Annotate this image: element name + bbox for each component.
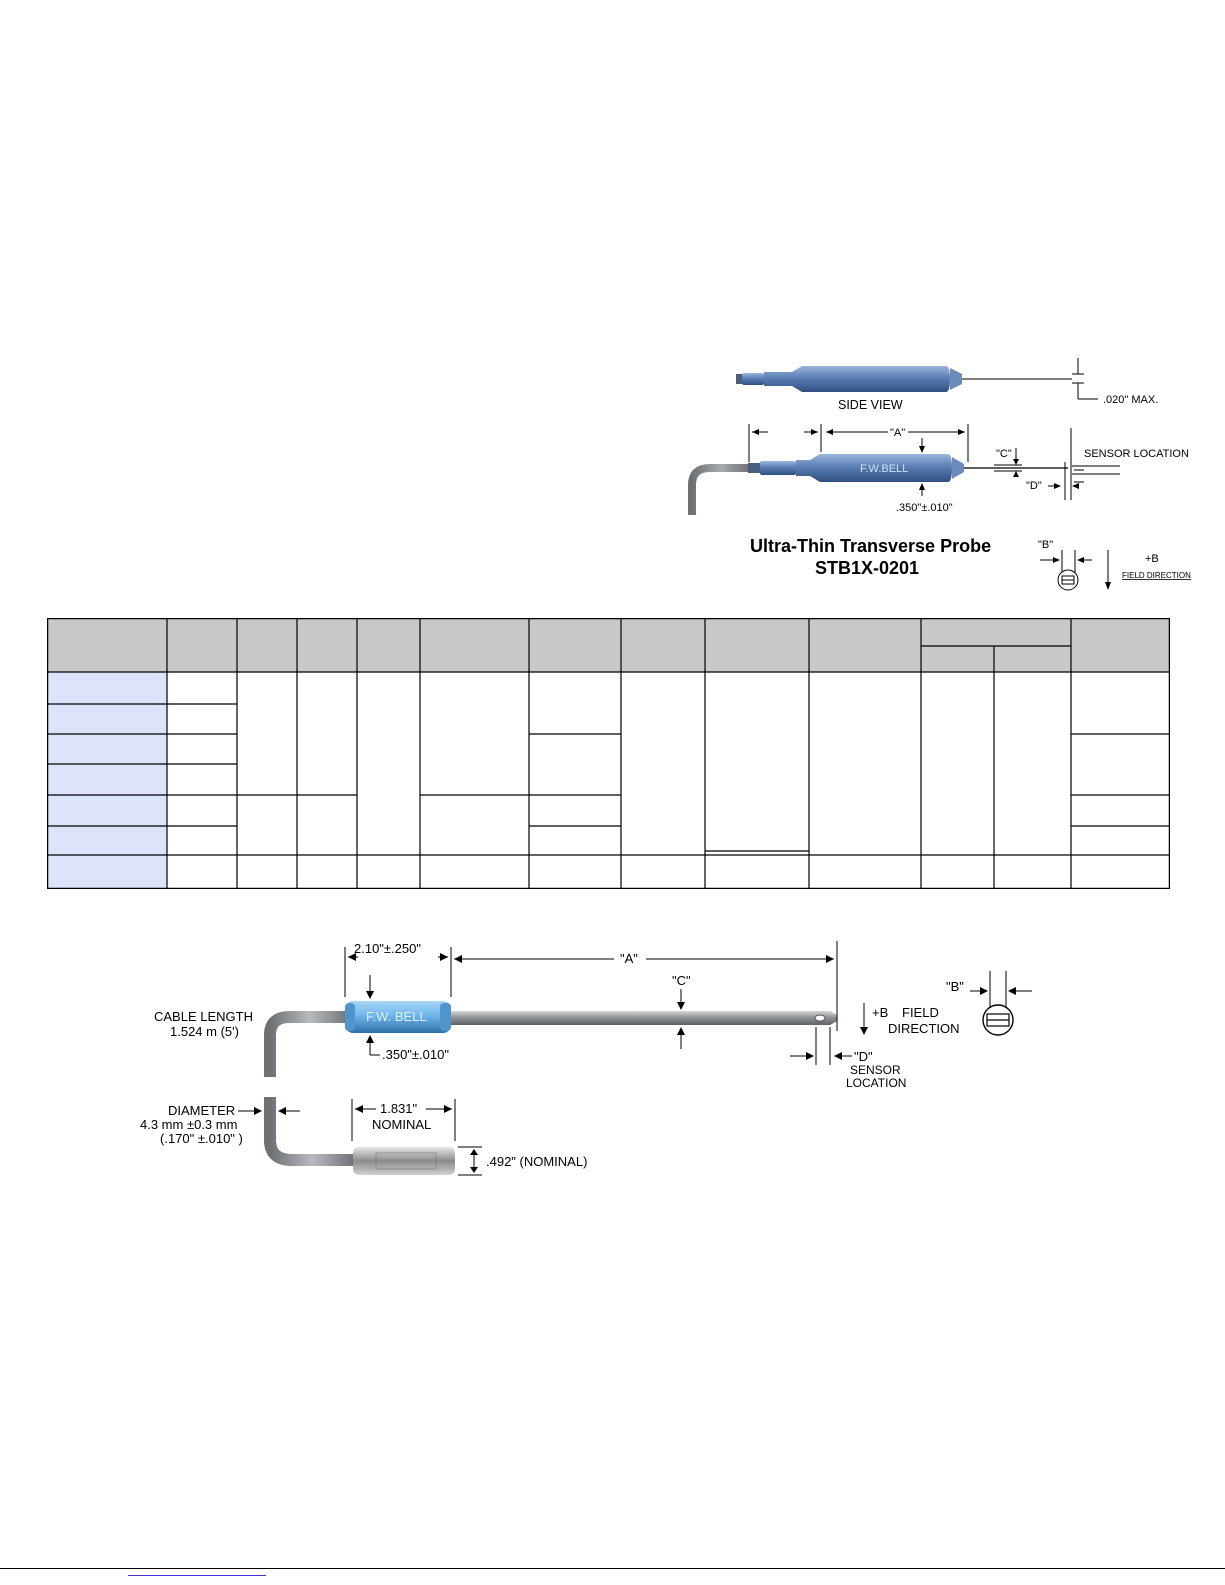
specification-table — [47, 618, 1170, 889]
diameter-line2: 4.3 mm ±0.3 mm — [140, 1117, 237, 1132]
dim-c-label: "C" — [996, 448, 1012, 460]
connector — [353, 1147, 455, 1175]
field-label: FIELD — [902, 1005, 939, 1020]
dim-d-label-bottom: "D" — [854, 1049, 873, 1064]
side-view-probe — [736, 366, 1072, 392]
probe-handle: F.W. BELL — [345, 1001, 451, 1033]
cable-upper — [264, 1011, 350, 1077]
handle-length-dimension: 2.10"±.250" — [344, 941, 452, 997]
cable-length-line2: 1.524 m (5') — [170, 1024, 239, 1039]
plus-b-label-bottom: +B — [872, 1005, 888, 1020]
dim-b-label: "B" — [1038, 539, 1053, 551]
connector-length-label: 1.831" — [380, 1101, 418, 1116]
diameter-line1: DIAMETER — [168, 1103, 235, 1118]
dim-c-label-bottom: "C" — [672, 973, 691, 988]
dimension-c-d: "C" "D" SENSOR LOCATION — [994, 428, 1189, 500]
diameter-label: .350"±.010" — [896, 502, 953, 514]
b-field-detail: "B" +B FIELD DIRECTION — [1038, 539, 1191, 591]
cable-diameter-dimension: DIAMETER 4.3 mm ±0.3 mm (.170" ±.010" ) — [140, 1103, 300, 1146]
probe-stem — [451, 1011, 837, 1025]
table-header — [47, 618, 1170, 672]
field-direction-bottom: +B FIELD DIRECTION — [860, 1003, 960, 1036]
model-column — [47, 672, 167, 889]
brand-label: F.W.BELL — [860, 463, 908, 475]
dim-b-label-bottom: "B" — [946, 979, 964, 994]
handle-diameter-dimension: .350"±.010" — [366, 975, 449, 1062]
footer-link-underline[interactable] — [128, 1575, 266, 1576]
field-direction-label: FIELD DIRECTION — [1122, 571, 1191, 580]
diameter-line3: (.170" ±.010" ) — [160, 1131, 243, 1146]
nominal-label: NOMINAL — [372, 1117, 431, 1132]
dimension-c-bottom: "C" — [672, 973, 691, 1049]
probe-title: Ultra-Thin Transverse Probe — [750, 536, 991, 556]
sensor-location-bottom: "D" SENSOR LOCATION — [790, 1027, 906, 1090]
dim-d-label: "D" — [1026, 480, 1042, 492]
direction-label: DIRECTION — [888, 1021, 960, 1036]
handle-diameter-label: .350"±.010" — [382, 1047, 449, 1062]
side-view-label: SIDE VIEW — [838, 398, 903, 412]
dim-a-label: "A" — [890, 427, 905, 439]
b-detail-bottom: "B" — [946, 971, 1032, 1036]
dimension-a-bottom: "A" — [454, 941, 838, 1031]
probe-model: STB1X-0201 — [815, 558, 919, 578]
connector-height-label: .492" (NOMINAL) — [486, 1154, 587, 1169]
connector-height-dimension: .492" (NOMINAL) — [458, 1146, 587, 1176]
max-thickness-label: .020" MAX. — [1103, 394, 1158, 406]
dim-a-label-bottom: "A" — [620, 951, 638, 966]
top-probe-drawing: .020" MAX. SIDE VIEW F.W.BELL "A" .350"±… — [688, 358, 1191, 591]
connector-length-dimension: 1.831" NOMINAL — [351, 1099, 456, 1141]
thickness-callout: .020" MAX. — [1072, 358, 1158, 406]
plus-b-label: +B — [1145, 553, 1159, 565]
dimension-a: "A" .350"±.010" — [748, 424, 969, 514]
sensor-label: SENSOR — [850, 1063, 901, 1077]
cable-lower — [264, 1097, 355, 1166]
footer-rule — [0, 1568, 1225, 1569]
sensor-location-label: SENSOR LOCATION — [1084, 448, 1189, 460]
top-view-probe: F.W.BELL — [688, 454, 1068, 515]
handle-length-label: 2.10"±.250" — [354, 941, 421, 956]
cable-length-line1: CABLE LENGTH — [154, 1009, 253, 1024]
bottom-probe-drawing: F.W. BELL 2.10"±.250" "A" "C" — [140, 941, 1032, 1176]
handle-brand-label: F.W. BELL — [366, 1009, 427, 1024]
location-label: LOCATION — [846, 1076, 906, 1090]
